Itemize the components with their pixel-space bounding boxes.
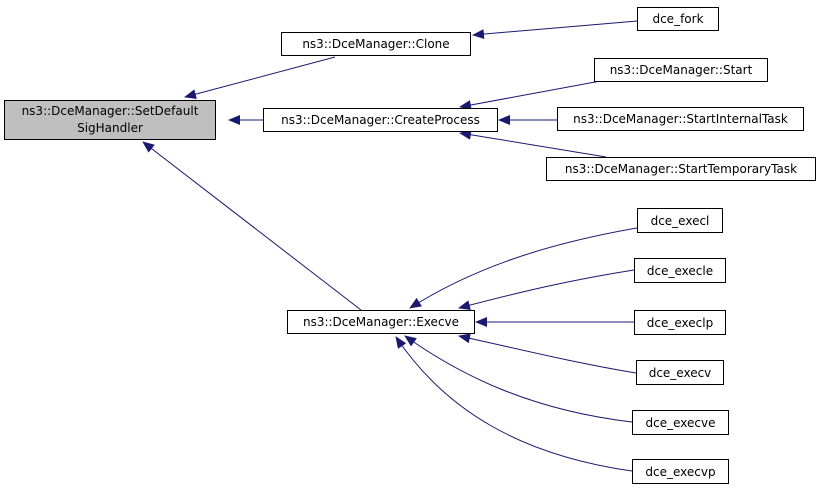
node-start[interactable]: ns3::DceManager::Start <box>594 58 768 82</box>
node-execve[interactable]: ns3::DceManager::Execve <box>287 310 475 334</box>
edge-execve-to-root <box>142 141 362 311</box>
node-dce-execv-label: dce_execv <box>648 365 712 380</box>
node-dce-fork-label: dce_fork <box>652 12 704 26</box>
node-dce-fork[interactable]: dce_fork <box>637 7 719 31</box>
node-dce-execv[interactable]: dce_execv <box>636 360 724 385</box>
edge-execve-leaf-to-execve <box>404 335 633 423</box>
node-dce-execle-label: dce_execle <box>646 263 714 278</box>
edge-clone-to-root <box>184 56 336 99</box>
node-setdefaultsighandler[interactable]: ns3::DceManager::SetDefault SigHandler <box>4 100 216 140</box>
edge-execvp-to-execve <box>395 336 633 472</box>
node-startinternaltask[interactable]: ns3::DceManager::StartInternalTask <box>557 107 804 131</box>
node-dce-execvp[interactable]: dce_execvp <box>632 459 729 484</box>
node-startinternaltask-label: ns3::DceManager::StartInternalTask <box>573 112 788 126</box>
edge-execle-to-execve <box>458 269 635 311</box>
node-execve-label: ns3::DceManager::Execve <box>302 315 460 329</box>
node-createprocess-label: ns3::DceManager::CreateProcess <box>281 113 480 127</box>
node-dce-execlp[interactable]: dce_execlp <box>634 310 726 335</box>
node-dce-execve[interactable]: dce_execve <box>632 410 729 435</box>
node-dce-execl[interactable]: dce_execl <box>637 208 723 233</box>
node-dce-execlp-label: dce_execlp <box>646 315 714 330</box>
edge-start-to-createprocess <box>459 79 607 110</box>
node-createprocess[interactable]: ns3::DceManager::CreateProcess <box>263 108 498 132</box>
node-dce-execvp-label: dce_execvp <box>645 464 716 479</box>
node-root-line1: ns3::DceManager::SetDefault <box>21 104 199 118</box>
node-dce-execl-label: dce_execl <box>650 213 710 228</box>
node-dce-execle[interactable]: dce_execle <box>634 258 726 283</box>
edge-starttemp-to-createprocess <box>459 129 607 158</box>
node-clone[interactable]: ns3::DceManager::Clone <box>281 32 471 56</box>
edge-execl-to-execve <box>409 227 638 309</box>
edge-fork-to-clone <box>472 20 638 40</box>
node-starttemporarytask-label: ns3::DceManager::StartTemporaryTask <box>564 162 798 176</box>
edge-execv-to-execve <box>458 333 637 374</box>
node-starttemporarytask[interactable]: ns3::DceManager::StartTemporaryTask <box>546 157 816 181</box>
node-root-line2: SigHandler <box>77 121 143 135</box>
node-dce-execve-label: dce_execve <box>645 415 716 430</box>
node-start-label: ns3::DceManager::Start <box>609 63 753 77</box>
node-clone-label: ns3::DceManager::Clone <box>302 37 450 51</box>
